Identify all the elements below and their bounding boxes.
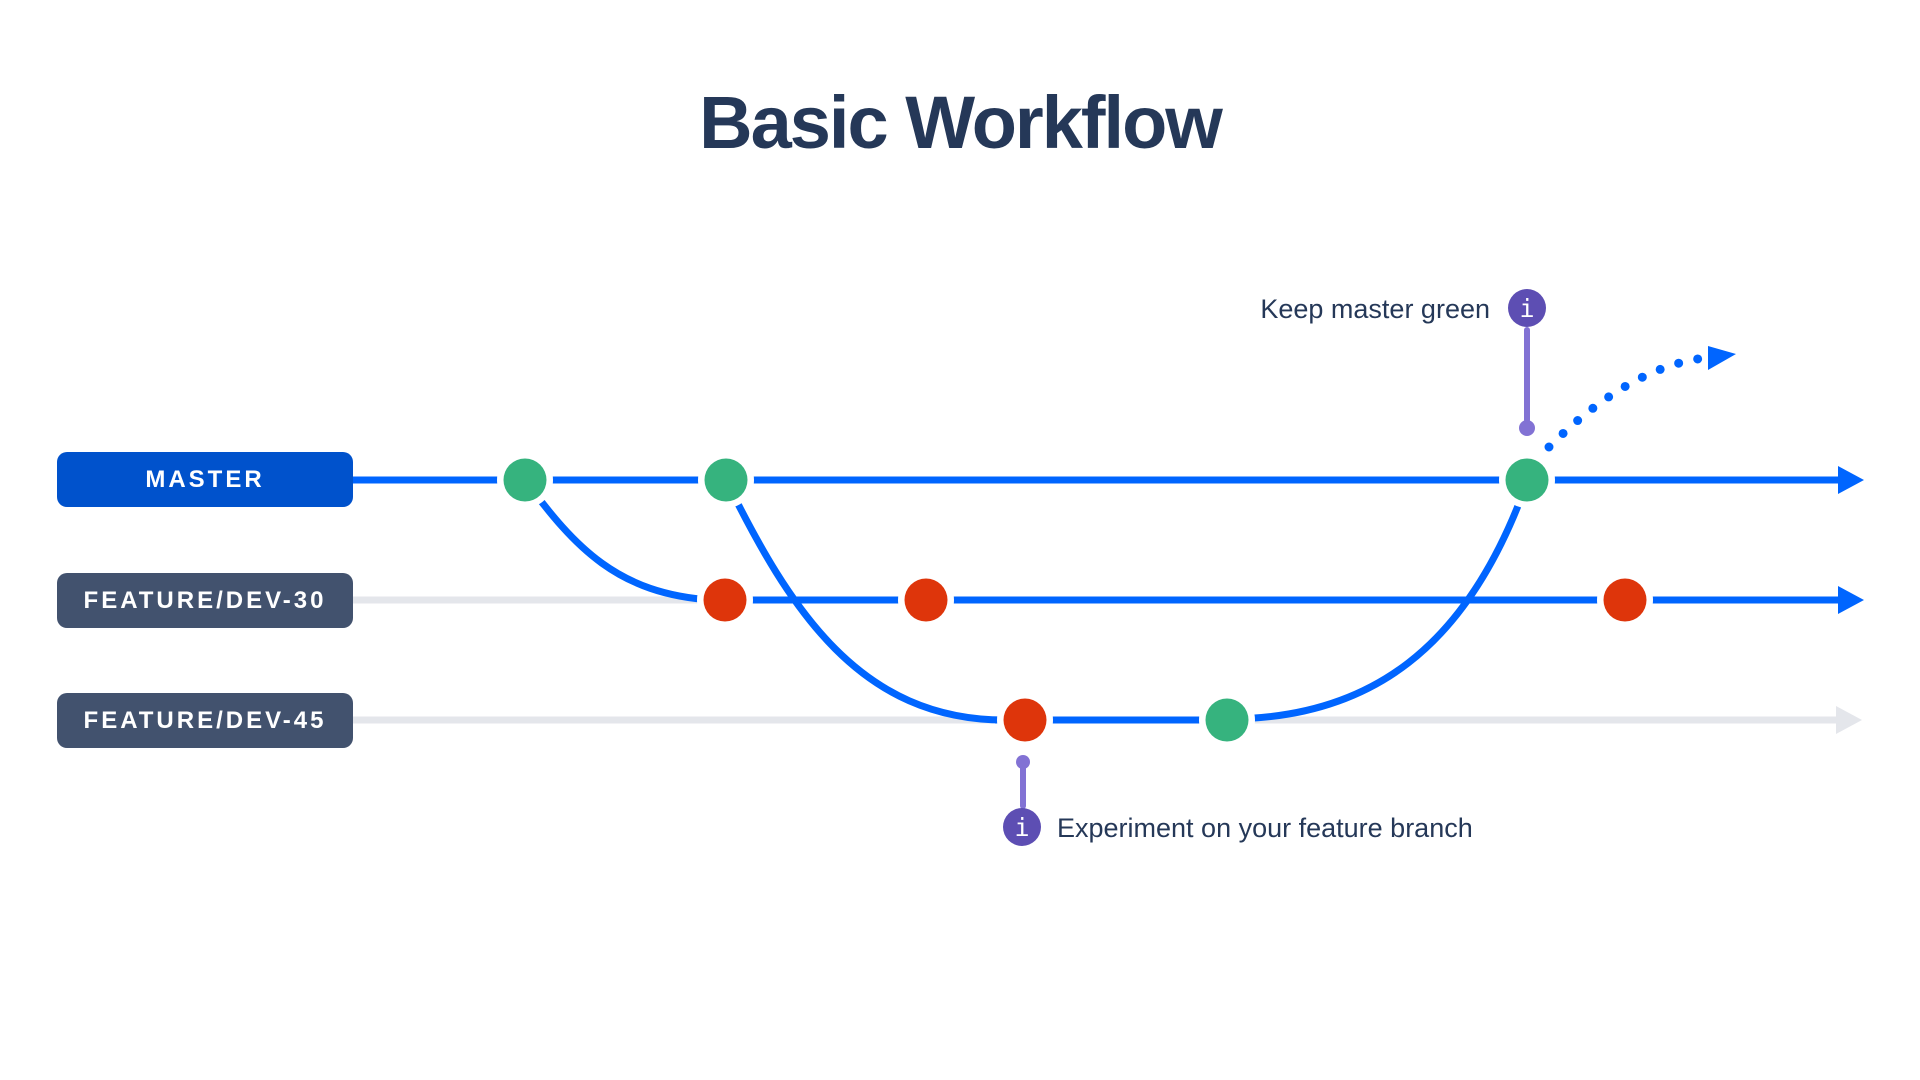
commit-dev30-2 xyxy=(904,578,948,622)
commit-master-merge xyxy=(1505,458,1549,502)
master-arrowhead xyxy=(1838,466,1864,494)
commit-dev45-2 xyxy=(1205,698,1249,742)
info-icon-glyph: i xyxy=(1014,812,1030,842)
future-dotted-arc-arrowhead xyxy=(1708,346,1736,370)
future-dotted-arc xyxy=(1544,353,1709,452)
info-icon: i xyxy=(1003,808,1041,846)
page-title: Basic Workflow xyxy=(699,81,1223,164)
branch-badge-feature-dev-45-label: FEATURE/DEV-45 xyxy=(83,706,327,734)
commit-dev45-1 xyxy=(1003,698,1047,742)
branch-badge-feature-dev-30-label: FEATURE/DEV-30 xyxy=(83,586,327,614)
branch-badge-feature-dev-45: FEATURE/DEV-45 xyxy=(57,693,353,748)
branch-curve-to-dev45 xyxy=(722,478,1006,724)
keep-annotation-connector-dot xyxy=(1519,420,1535,436)
commit-dev30-1 xyxy=(703,578,747,622)
branch-curve-to-dev30 xyxy=(522,477,713,604)
commit-master-1 xyxy=(503,458,547,502)
info-icon: i xyxy=(1508,289,1546,327)
branch-badge-feature-dev-30: FEATURE/DEV-30 xyxy=(57,573,353,628)
commit-dev30-3 xyxy=(1603,578,1647,622)
merge-curve-to-master xyxy=(1226,480,1531,723)
branch-badge-master-label: MASTER xyxy=(145,465,265,493)
dev30-arrowhead xyxy=(1838,586,1864,614)
dev45-arrowhead-gray xyxy=(1836,706,1862,734)
annotation-experiment-feature-branch: Experiment on your feature branch xyxy=(1057,813,1473,843)
info-icon-glyph: i xyxy=(1519,293,1535,323)
commit-master-2 xyxy=(704,458,748,502)
annotation-keep-master-green: Keep master green xyxy=(1260,294,1490,324)
branch-badge-master: MASTER xyxy=(57,452,353,507)
